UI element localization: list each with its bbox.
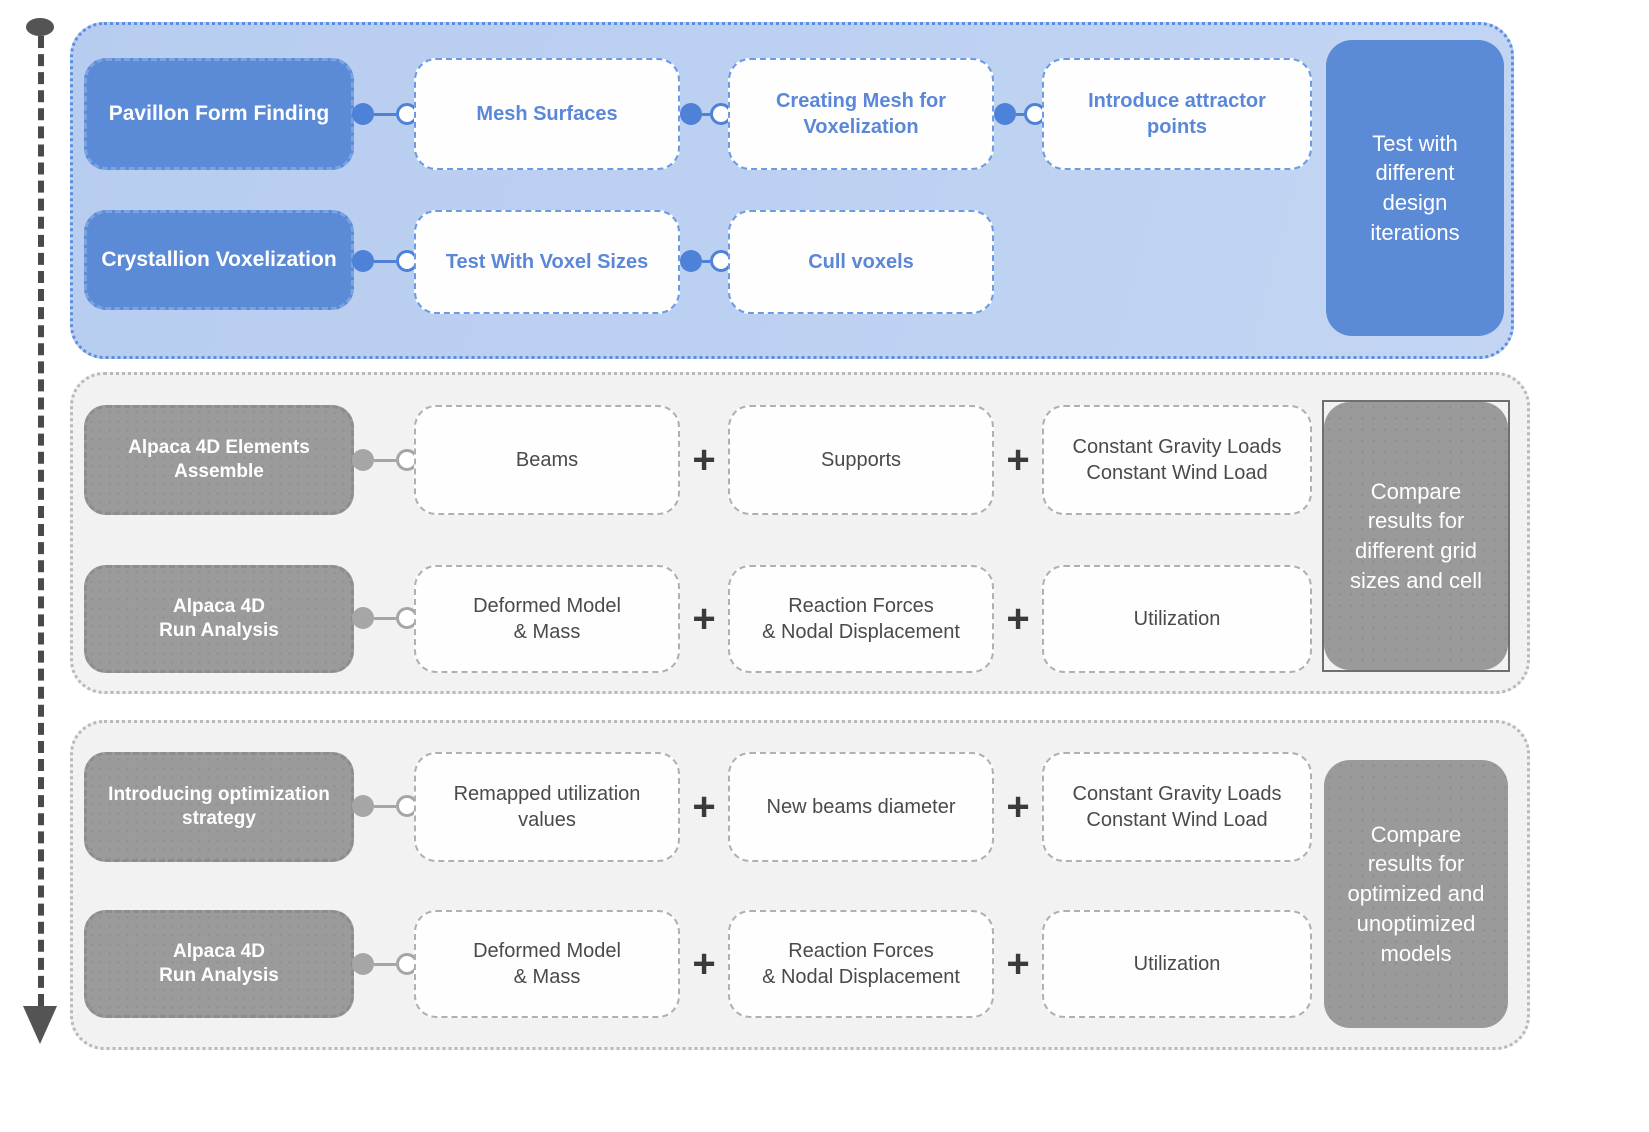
connector-line [374,259,396,263]
timeline-start-dot-icon [26,18,54,36]
head-pavillon-form-finding[interactable]: Pavillon Form Finding [84,58,354,170]
connector-dot-icon [352,449,374,471]
connector-run-analysis-to-deformed-model-1 [352,607,418,629]
connector-test-voxel-sizes-to-cull-voxels [680,250,732,272]
step-cull-voxels[interactable]: Cull voxels [728,210,994,314]
connector-dot-icon [352,103,374,125]
step-beams[interactable]: Beams [414,405,680,515]
separator-plus-icon: + [692,597,716,641]
connector-optimization-to-remapped-utilization [352,795,418,817]
step-test-with-voxel-sizes[interactable]: Test With Voxel Sizes [414,210,680,314]
result-compare-grid-sizes-and-cell[interactable]: Compare results for different grid sizes… [1324,402,1508,670]
separator-plus-icon: + [1006,785,1030,829]
separator-plus-icon: + [1006,438,1030,482]
connector-line [374,458,396,462]
separator-plus-icon: + [692,942,716,986]
head-crystallion-voxelization[interactable]: Crystallion Voxelization [84,210,354,310]
step-new-beams-diameter[interactable]: New beams diameter [728,752,994,862]
connector-run-analysis-to-deformed-model-2 [352,953,418,975]
connector-line [374,616,396,620]
connector-line [702,259,710,263]
connector-creating-mesh-to-attractor-points [994,103,1046,125]
process-timeline [18,18,62,1114]
connector-line [1016,112,1024,116]
step-reaction-forces-nodal-displacement-2[interactable]: Reaction Forces& Nodal Displacement [728,910,994,1018]
connector-dot-icon [352,250,374,272]
connector-dot-icon [352,953,374,975]
connector-dot-icon [352,607,374,629]
connector-line [374,804,396,808]
step-reaction-forces-nodal-displacement-1[interactable]: Reaction Forces& Nodal Displacement [728,565,994,673]
connector-dot-icon [352,795,374,817]
connector-pavillon-to-mesh-surfaces [352,103,418,125]
connector-line [374,962,396,966]
separator-plus-icon: + [1006,942,1030,986]
connector-dot-icon [680,103,702,125]
result-compare-optimized-unoptimized-models[interactable]: Compare results for optimized and unopti… [1324,760,1508,1028]
timeline-arrow-down-icon [23,1006,57,1044]
step-deformed-model-and-mass-1[interactable]: Deformed Model& Mass [414,565,680,673]
separator-plus-icon: + [1006,597,1030,641]
connector-line [374,112,396,116]
connector-crystallion-to-test-voxel-sizes [352,250,418,272]
result-test-with-different-design-iterations[interactable]: Test with different design iterations [1326,40,1504,336]
connector-elements-assemble-to-beams [352,449,418,471]
step-utilization-2[interactable]: Utilization [1042,910,1312,1018]
result-selection-frame[interactable] [1322,400,1510,672]
step-supports[interactable]: Supports [728,405,994,515]
step-mesh-surfaces[interactable]: Mesh Surfaces [414,58,680,170]
connector-dot-icon [994,103,1016,125]
step-deformed-model-and-mass-2[interactable]: Deformed Model& Mass [414,910,680,1018]
separator-plus-icon: + [692,785,716,829]
connector-dot-icon [680,250,702,272]
connector-mesh-surfaces-to-creating-mesh [680,103,732,125]
step-utilization-1[interactable]: Utilization [1042,565,1312,673]
timeline-dashed-line [38,36,44,1006]
separator-plus-icon: + [692,438,716,482]
connector-line [702,112,710,116]
